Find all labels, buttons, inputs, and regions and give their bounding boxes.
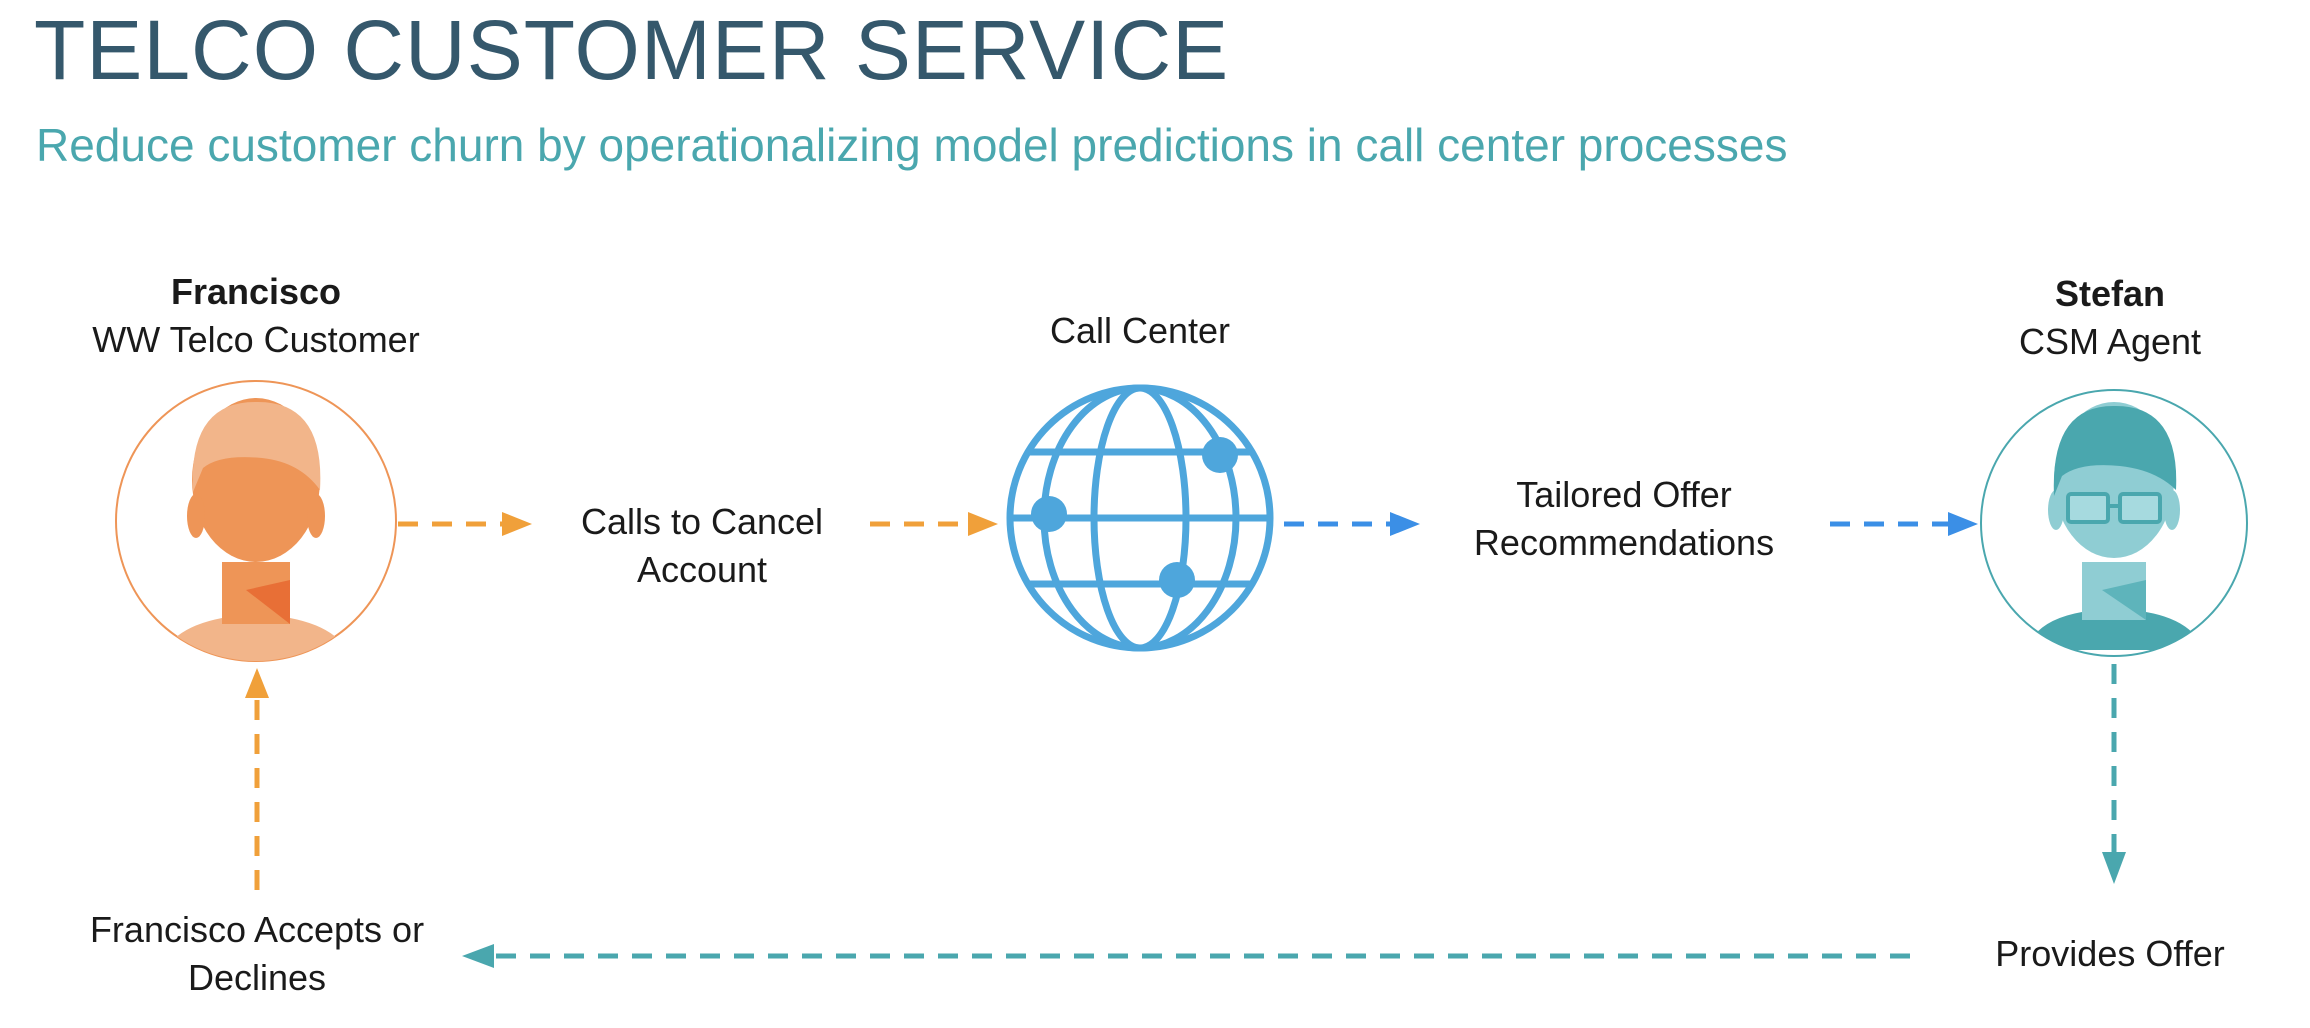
customer-role: WW Telco Customer	[92, 319, 420, 360]
step-calls-to-cancel-line1: Calls to Cancel	[580, 501, 824, 542]
step-tailored-offer-line1: Tailored Offer	[1516, 474, 1732, 515]
step-provides-offer-line1: Provides Offer	[1995, 933, 2225, 974]
globe-icon	[1006, 384, 1274, 652]
step-provides-offer: Provides Offer	[1995, 930, 2224, 978]
arrow-callcenter-to-offer	[1284, 512, 1420, 536]
arrow-agent-to-provides-offer	[2102, 664, 2126, 884]
step-tailored-offer: Tailored Offer Recommendations	[1474, 471, 1774, 567]
arrow-offer-to-agent	[1830, 512, 1978, 536]
arrow-accepts-to-customer	[245, 668, 269, 890]
page-subtitle: Reduce customer churn by operationalizin…	[36, 119, 1788, 171]
arrow-calls-to-callcenter	[870, 512, 998, 536]
agent-role: CSM Agent	[2018, 321, 2202, 362]
step-accepts-line1: Francisco Accepts or	[89, 909, 425, 950]
arrow-customer-to-calls	[398, 512, 532, 536]
arrow-provides-offer-to-accepts	[462, 944, 1910, 968]
customer-avatar-icon	[115, 380, 397, 662]
step-calls-to-cancel: Calls to Cancel Account	[581, 498, 823, 594]
page-title: TELCO CUSTOMER SERVICE	[34, 3, 1230, 97]
step-tailored-offer-line2: Recommendations	[1473, 522, 1775, 563]
customer-name: Francisco	[170, 271, 342, 312]
step-accepts-line2: Declines	[187, 957, 327, 998]
agent-label: Stefan CSM Agent	[2019, 270, 2201, 366]
agent-name: Stefan	[2054, 273, 2166, 314]
call-center-label: Call Center	[1050, 307, 1230, 355]
step-accepts-or-declines: Francisco Accepts or Declines	[90, 906, 424, 1002]
agent-avatar-icon	[1980, 389, 2248, 657]
step-calls-to-cancel-line2: Account	[636, 549, 768, 590]
customer-label: Francisco WW Telco Customer	[92, 268, 419, 364]
call-center-name: Call Center	[1049, 310, 1231, 351]
